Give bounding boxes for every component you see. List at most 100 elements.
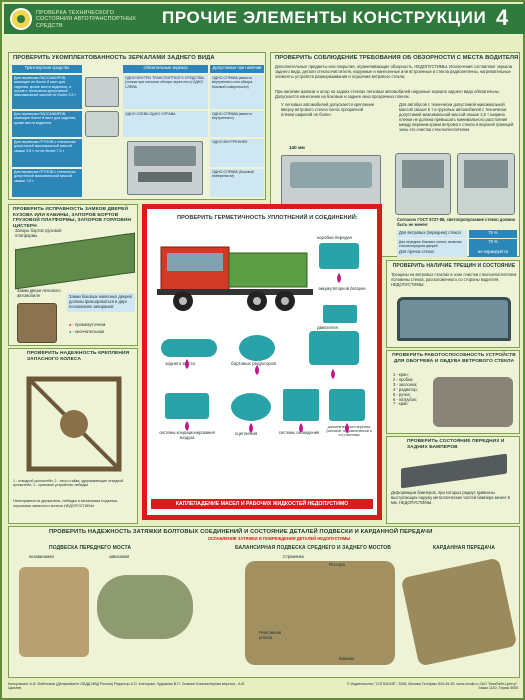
- part-label-ressora: Рессора: [329, 562, 345, 567]
- suspension-panel: ПРОВЕРИТЬ НАДЕЖНОСТЬ ЗАТЯЖКИ БОЛТОВЫХ СО…: [8, 526, 520, 678]
- bumpers-text: Деформации бамперов, при которых радиус …: [391, 490, 511, 505]
- spare-panel: ПРОВЕРИТЬ НАДЕЖНОСТЬ КРЕПЛЕНИЯ ЗАПАСНОГО…: [8, 348, 138, 524]
- part-label-reactive-rod: Реактивная штанга: [259, 630, 282, 640]
- leak-label-ac: системы кондиционирования воздуха: [159, 430, 215, 440]
- dependent-label: зависимая: [109, 554, 130, 559]
- visibility-left-text: У легковых автомобилей допускается крепл…: [281, 102, 375, 117]
- leak-label-cooling: системы охлаждения: [278, 430, 320, 435]
- leaks-panel: ПРОВЕРИТЬ ГЕРМЕТИЧНОСТЬ УПЛОТНЕНИЙ И СОЕ…: [142, 204, 382, 520]
- gost-row-1-label: Для ветровых (передних) стекол: [397, 230, 467, 238]
- leak-label-aux: дополнительного агрегата (силовой, гидра…: [326, 425, 372, 438]
- header-bar: ПРОВЕРКА ТЕХНИЧЕСКОГО СОСТОЯНИЯ АВТОТРАН…: [4, 4, 525, 34]
- suspension-title: ПРОВЕРИТЬ НАДЕЖНОСТЬ ЗАТЯЖКИ БОЛТОВЫХ СО…: [49, 529, 433, 535]
- car-windshield-image: [281, 155, 381, 211]
- dependent-suspension-image: [97, 575, 193, 639]
- mirrors-row-2-allowed: ОДНО СПРАВА (вместо внутреннего): [210, 111, 264, 137]
- header-subtitle: ПРОВЕРКА ТЕХНИЧЕСКОГО СОСТОЯНИЯ АВТОТРАН…: [36, 10, 137, 29]
- leak-label-engine: двигателя: [317, 325, 338, 330]
- glass-title: ПРОВЕРИТЬ НАЛИЧИЕ ТРЕЩИН И СОСТОЯНИЕ: [392, 263, 516, 269]
- mirrors-row-2-required: ОДНО СЛЕВА ОДНО СПРАВА: [123, 111, 208, 137]
- ac-system-icon: [165, 393, 209, 419]
- spare-wheel-image: [26, 376, 122, 472]
- gost-row-2-label: Для передних боковых стекол, включая сте…: [397, 239, 467, 249]
- visibility-title: ПРОВЕРИТЬ СОБЛЮДЕНИЕ ТРЕБОВАНИЯ ОБ ОБЗОР…: [275, 55, 519, 61]
- emblem-icon: [10, 8, 32, 30]
- leak-label-hub-reducer: бортовых редукторов: [231, 361, 276, 366]
- driveshaft-image: [400, 557, 518, 667]
- visibility-right-text: Для автобусов с технически допустимой ма…: [399, 102, 514, 132]
- bumpers-panel: ПРОВЕРИТЬ СОСТОЯНИЕ ПЕРЕДНИХ И ЗАДНИХ БА…: [386, 436, 520, 524]
- locks-legend-2: ● - окончательном: [69, 329, 104, 334]
- rear-axle-icon: [161, 339, 217, 357]
- locks-title: ПРОВЕРИТЬ ИСПРАВНОСТЬ ЗАМКОВ ДВЕРЕЙ КУЗО…: [13, 207, 132, 229]
- glass-text: Трещины на ветровых стеклах в зоне очист…: [391, 272, 517, 287]
- bumpers-title: ПРОВЕРИТЬ СОСТОЯНИЕ ПЕРЕДНИХ И ЗАДНИХ БА…: [407, 439, 505, 450]
- visibility-note: При наличии жалюзи и штор на задних стек…: [275, 89, 500, 99]
- independent-suspension-image: [19, 567, 89, 657]
- car-front-image: [85, 77, 119, 107]
- hub-reducer-icon: [239, 335, 275, 361]
- cargo-platform-image: [15, 232, 135, 290]
- page-number: 4: [496, 5, 509, 30]
- mirrors-col-1: Транспортное средство: [12, 65, 82, 73]
- battery-icon: [323, 305, 357, 323]
- aux-unit-icon: [329, 389, 365, 421]
- oil-drop-icons: [185, 273, 349, 433]
- part-label-stremyanka: Стремянка: [283, 554, 304, 559]
- mirrors-row-1-required: ОДНО ВНУТРИ ТРАНСПОРТНОГО СРЕДСТВА (толь…: [123, 75, 208, 109]
- radiator-icon: [283, 389, 319, 421]
- door-lock-label: Замки двери легкового автомобиля: [17, 288, 61, 298]
- spare-note: Неисправности держателя, лебедки и механ…: [13, 499, 118, 508]
- mirrors-row-1-vehicle: Для перевозки ПАССАЖИРОВ, имеющие не бол…: [12, 75, 82, 109]
- leaks-title: ПРОВЕРИТЬ ГЕРМЕТИЧНОСТЬ УПЛОТНЕНИЙ И СОЕ…: [177, 215, 358, 221]
- gost-row-3-label: Для прочих стекол: [397, 249, 467, 257]
- windshield-image: [397, 297, 511, 341]
- heater-title: ПРОВЕРИТЬ РАБОТОСПОСОБНОСТЬ УСТРОЙСТВ ДЛ…: [392, 353, 516, 364]
- independent-label: независимая: [29, 554, 54, 559]
- truck-front-image: [127, 141, 203, 195]
- mirrors-row-4-vehicle: Для перевозки ГРУЗОВ с технически допуст…: [12, 169, 82, 197]
- red-truck-image: [157, 246, 313, 311]
- film-width-label: 140 мм: [289, 145, 305, 150]
- gost-row-3-value: не нормируется: [469, 249, 517, 257]
- balancer-suspension-title: БАЛАНСИРНАЯ ПОДВЕСКА СРЕДНЕГО И ЗАДНЕГО …: [235, 545, 392, 551]
- visibility-panel: ПРОВЕРИТЬ СОБЛЮДЕНИЕ ТРЕБОВАНИЯ ОБ ОБЗОР…: [270, 52, 520, 257]
- heater-unit-image: [433, 377, 513, 427]
- bumper-image: [401, 453, 507, 489]
- mirrors-title: ПРОВЕРИТЬ УКОМПЛЕКТОВАННОСТЬ ЗЕРКАЛАМИ З…: [13, 55, 215, 61]
- locks-panel: ПРОВЕРИТЬ ИСПРАВНОСТЬ ЗАМКОВ ДВЕРЕЙ КУЗО…: [8, 204, 138, 346]
- driveshaft-title: КАРДАННАЯ ПЕРЕДАЧА: [433, 545, 495, 551]
- bus-front-image-1: [395, 153, 451, 215]
- locks-note: Замки боковых навесных дверей должны фик…: [67, 293, 135, 312]
- leak-label-rear-axle: заднего моста: [165, 361, 195, 366]
- visibility-intro: Дополнительные предметы или покрытия, ог…: [275, 64, 513, 79]
- gost-row-2-value: 70 %: [469, 239, 517, 249]
- suspension-subtitle: ОСЛАБЛЕНИЕ ЗАТЯЖКИ И ПОВРЕЖДЕНИЯ ДЕТАЛЕЙ…: [207, 536, 351, 541]
- page-title: ПРОЧИЕ ЭЛЕМЕНТЫ КОНСТРУКЦИИ: [162, 8, 487, 27]
- mirrors-row-3-allowed: ОДНО ВНУТРЕННЕЕ: [210, 139, 264, 167]
- footer-publisher: © Издательство "СОГЛАСИЕ", 2008, Москва …: [346, 682, 518, 691]
- engine-icon: [309, 331, 359, 365]
- glass-panel: ПРОВЕРИТЬ НАЛИЧИЕ ТРЕЩИН И СОСТОЯНИЕ Тре…: [386, 260, 520, 348]
- gost-row-1-value: 75 %: [469, 230, 517, 238]
- footer-credits: Консультант А.И. Войтенков (Департамент …: [8, 682, 245, 691]
- locks-legend-1: ● - промежуточном: [69, 322, 106, 327]
- balancer-suspension-image: [245, 561, 395, 665]
- gost-title: Согласно ГОСТ 5727-88, светопропускание …: [397, 217, 516, 227]
- leaks-warning: КАПЛЕПАДЕНИЕ МАСЕЛ И РАБОЧИХ ЖИДКОСТЕЙ Н…: [151, 499, 373, 509]
- leak-label-gearbox: коробки передач: [317, 235, 353, 240]
- front-suspension-title: ПОДВЕСКА ПЕРЕДНЕГО МОСТА: [49, 545, 132, 551]
- clutch-icon: [231, 393, 271, 421]
- mirrors-col-3: Допустимые при наличии: [210, 65, 264, 73]
- mirrors-row-4-allowed: ОДНО СПРАВА (боковой поверхности): [210, 169, 264, 197]
- mirrors-row-3-vehicle: Для перевозки ГРУЗОВ с технически допуст…: [12, 139, 82, 167]
- bus-front-image-2: [457, 153, 515, 215]
- mirrors-row-1-allowed: ОДНО СПРАВА (вместо внутреннего или обзо…: [210, 75, 264, 109]
- platform-label: Запоры бортов грузовой платформы: [15, 228, 62, 238]
- minibus-front-image: [85, 111, 119, 137]
- mirrors-row-2-vehicle: Для перевозки ПАССАЖИРОВ, имеющие более …: [12, 111, 82, 137]
- heater-parts: 1 - кран;2 - пробка;3 - заслонка;4 - рад…: [393, 372, 418, 407]
- leak-label-clutch: сцепления: [235, 431, 258, 436]
- gearbox-icon: [319, 243, 359, 269]
